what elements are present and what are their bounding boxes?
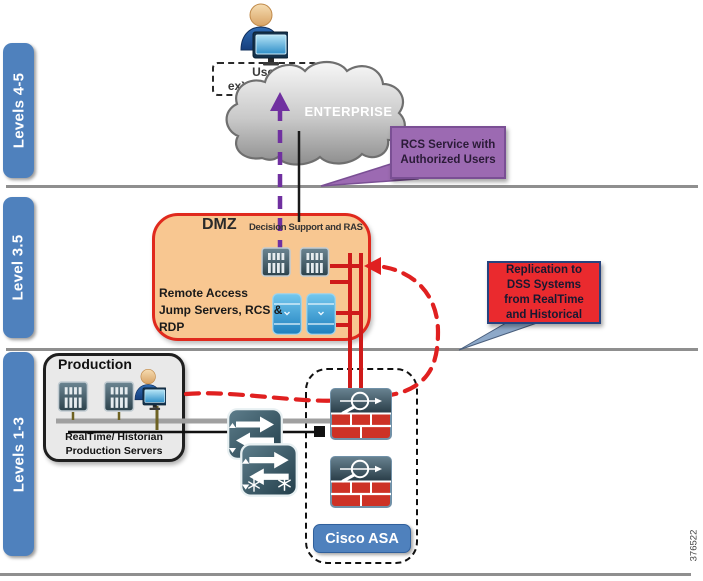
- snowflake-icon-1: [248, 478, 260, 492]
- rcs-service-callout: RCS Service with Authorized Users: [390, 126, 506, 179]
- production-title: Production: [58, 356, 132, 372]
- replication-callout: Replication to DSS Systems from RealTime…: [487, 261, 601, 324]
- level-tab-4-5-label: Levels 4-5: [10, 72, 28, 149]
- level-tab-3-5: Level 3.5: [3, 197, 34, 338]
- production-caption: RealTime/ Historian Production Servers: [65, 431, 163, 457]
- dmz-subtitle: Decision Support and RAS: [249, 222, 363, 233]
- enterprise-cloud-label: ENTERPRISE: [304, 104, 393, 119]
- replication-callout-tail: [458, 322, 538, 351]
- figure-number-text: 376522: [688, 529, 700, 561]
- enterprise-user-workstation-icon: [240, 3, 288, 67]
- level-tab-1-3-label: Levels 1-3: [10, 416, 28, 492]
- dmz-title: DMZ: [202, 216, 237, 233]
- figure-number: 376522: [684, 515, 703, 575]
- level-tab-3-5-label: Level 3.5: [10, 234, 28, 301]
- level-tab-4-5: Levels 4-5: [3, 43, 34, 178]
- layer3-switch-icon-front: [240, 443, 298, 497]
- dmz-description: Remote Access Jump Servers, RCS & RDP: [159, 286, 283, 334]
- snowflake-icon-2: [278, 476, 291, 491]
- layer3-switch-icon-back: [227, 408, 283, 460]
- cisco-asa-label: Cisco ASA: [313, 524, 411, 553]
- level-tab-1-3: Levels 1-3: [3, 352, 34, 556]
- user-exxos-client-box: User exXOS Client: [212, 62, 319, 96]
